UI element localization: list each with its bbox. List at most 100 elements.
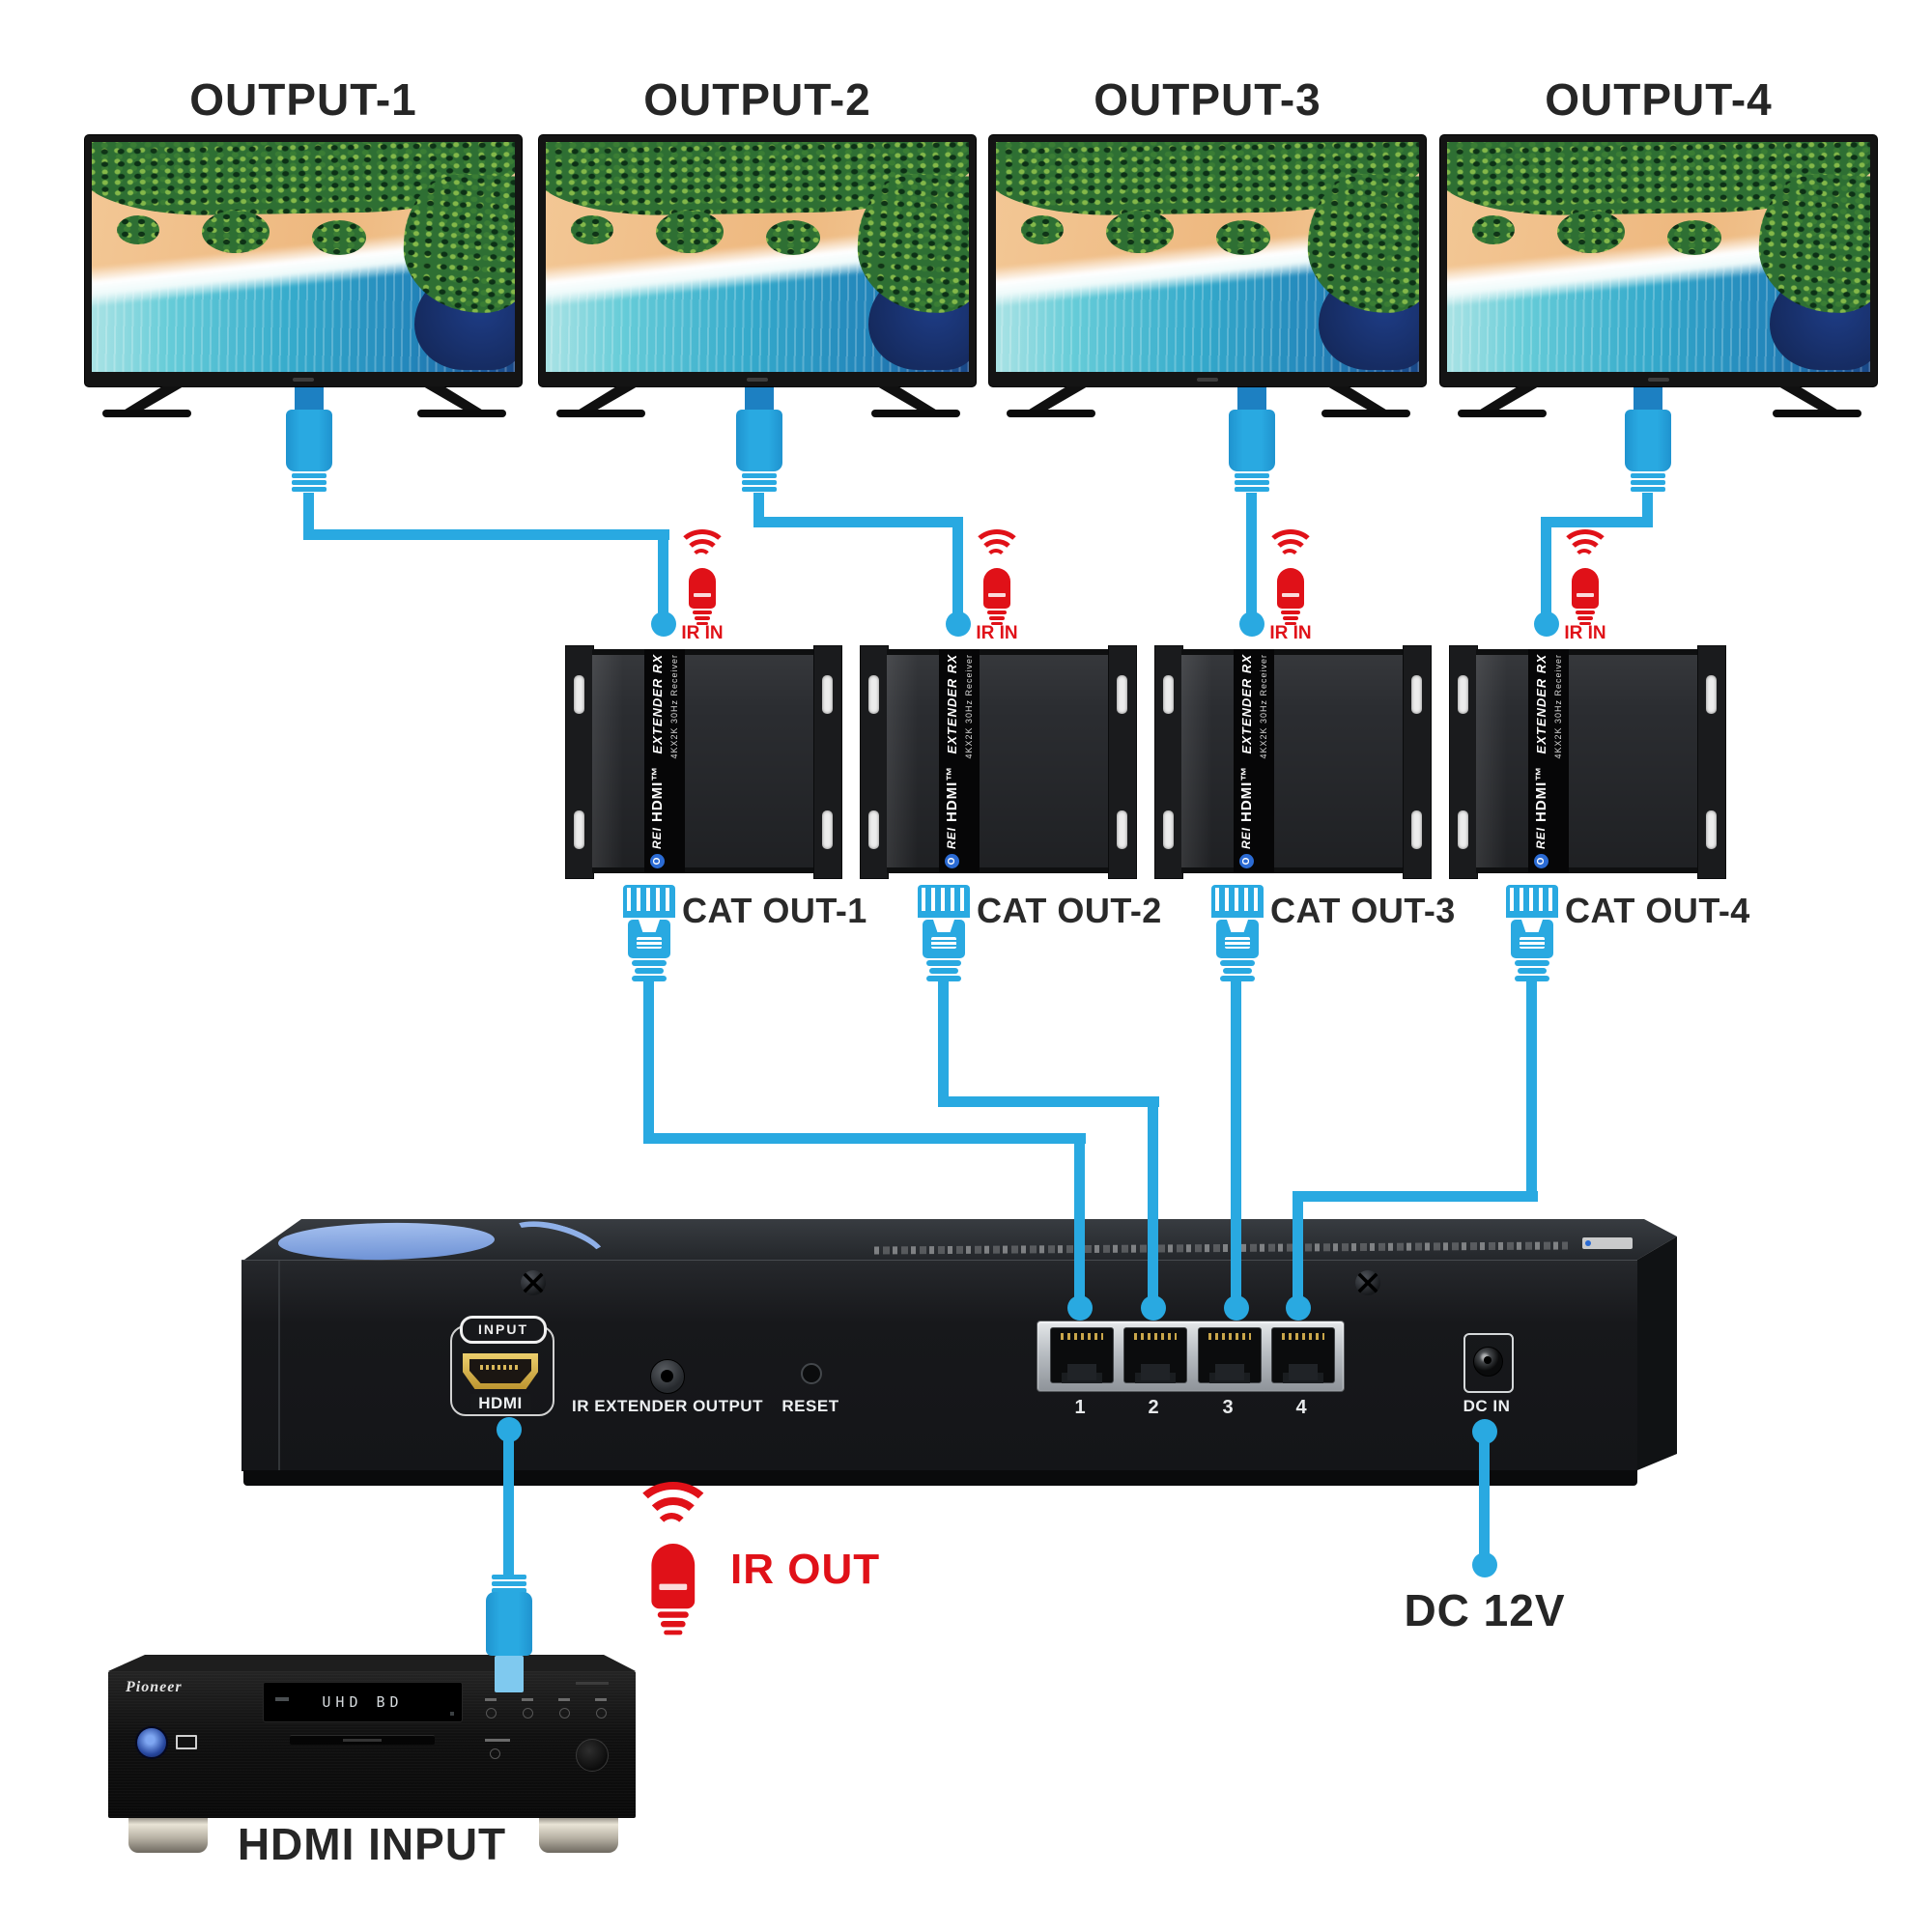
receiver-keyhole-slot — [1117, 675, 1127, 714]
connection-dot — [651, 611, 676, 637]
ir-extender-output-label: IR EXTENDER OUTPUT — [572, 1397, 763, 1415]
ethernet-cable — [1526, 980, 1537, 1202]
output-3-label: OUTPUT-3 — [1094, 74, 1321, 125]
tv-stand-foot — [423, 386, 485, 412]
dc-power-jack — [1463, 1333, 1514, 1393]
tv-stand-foot — [1778, 386, 1840, 412]
ethernet-cable — [938, 980, 949, 1107]
receiver-mounting-flange — [813, 645, 842, 879]
ethernet-cable — [1231, 980, 1241, 1308]
tv-screen-beach-image — [1447, 142, 1870, 372]
receiver-body — [887, 649, 1110, 873]
hdmi-plug-icon — [736, 379, 782, 495]
receiver-keyhole-slot — [1411, 675, 1422, 714]
output-1-label: OUTPUT-1 — [189, 74, 417, 125]
power-cable — [1479, 1432, 1490, 1565]
ethernet-cable — [1293, 1191, 1538, 1202]
rj45-plug-icon — [917, 885, 971, 981]
player-button — [596, 1708, 607, 1719]
rj45-plug-icon — [1210, 885, 1264, 981]
output-2-label: OUTPUT-2 — [643, 74, 871, 125]
cat-out-3-label: CAT OUT-3 — [1270, 891, 1456, 930]
receiver-mounting-flange — [1154, 645, 1183, 879]
tv-screen-beach-image — [996, 142, 1419, 372]
hdmi-cable — [303, 529, 669, 540]
ir-out-label: IR OUT — [730, 1546, 881, 1593]
tv-output-4 — [1440, 135, 1877, 386]
orei-logo-icon: O — [944, 854, 959, 868]
connection-dot — [1141, 1295, 1166, 1321]
receiver-keyhole-slot — [1458, 810, 1468, 849]
receiver-mounting-flange — [1108, 645, 1137, 879]
tv-brand-chip — [1648, 378, 1669, 382]
dc-12v-label: DC 12V — [1404, 1585, 1566, 1635]
rj45-port-4 — [1271, 1327, 1335, 1383]
ethernet-cable — [1074, 1133, 1085, 1308]
port-number-3: 3 — [1222, 1397, 1234, 1418]
connection-dot — [1067, 1295, 1093, 1321]
orei-logo-icon: O — [1238, 854, 1254, 868]
ir-extender-output-jack — [650, 1359, 685, 1394]
receiver-mounting-flange — [1449, 645, 1478, 879]
hdmi-cable — [1541, 517, 1653, 527]
hdmi-cable — [1541, 517, 1551, 624]
hdmi-cable — [1246, 493, 1257, 624]
tv-stand-foot — [1477, 386, 1539, 412]
tv-stand-foot — [877, 386, 939, 412]
cat-out-2-label: CAT OUT-2 — [977, 891, 1162, 930]
splitter-side-panel — [1637, 1236, 1677, 1470]
input-badge: INPUT — [460, 1316, 547, 1344]
reset-hole — [801, 1363, 822, 1384]
player-button — [486, 1708, 497, 1719]
receiver-spec-text: 4KX2K 30Hz Receiver — [669, 654, 679, 759]
hdmi-plug-icon — [1625, 379, 1671, 495]
ethernet-cable — [1293, 1191, 1303, 1308]
ir-in-icon — [1558, 529, 1612, 625]
tv-stand-foot-base — [102, 410, 191, 417]
bluray-player-top — [108, 1655, 636, 1671]
ir-out-icon — [630, 1482, 717, 1635]
tv-output-2 — [539, 135, 976, 386]
rj45-port-1 — [1050, 1327, 1114, 1383]
hdmi-plug-icon — [286, 379, 332, 495]
hdmi-input-port — [463, 1353, 538, 1389]
tv-stand-foot — [1026, 386, 1088, 412]
tv-output-1 — [85, 135, 522, 386]
receiver-keyhole-slot — [1706, 810, 1717, 849]
rj45-port-block — [1037, 1321, 1345, 1392]
rj45-port-2 — [1123, 1327, 1187, 1383]
hdmi-port-label: HDMI — [450, 1394, 551, 1413]
orei-logo-icon: O — [1533, 854, 1548, 868]
receiver-keyhole-slot — [1706, 675, 1717, 714]
output-4-label: OUTPUT-4 — [1545, 74, 1773, 125]
receiver-body — [592, 649, 815, 873]
tv-stand-foot — [576, 386, 638, 412]
pioneer-logo: Pioneer — [126, 1679, 183, 1695]
receiver-keyhole-slot — [822, 675, 833, 714]
receiver-keyhole-slot — [1458, 675, 1468, 714]
receiver-keyhole-slot — [868, 810, 879, 849]
hdmi-plug-icon — [1229, 379, 1275, 495]
connection-dot — [497, 1417, 522, 1442]
display-text: UHD BD — [322, 1693, 404, 1711]
ir-in-icon — [675, 529, 729, 625]
receiver-keyhole-slot — [1163, 810, 1174, 849]
ir-in-label: IR IN — [1564, 623, 1606, 643]
connection-dot — [1534, 611, 1559, 637]
power-button — [135, 1726, 168, 1759]
tv-stand-foot-base — [417, 410, 506, 417]
ir-in-label: IR IN — [1269, 623, 1312, 643]
receiver-keyhole-slot — [1117, 810, 1127, 849]
ir-in-icon — [970, 529, 1024, 625]
rj45-plug-icon — [1505, 885, 1559, 981]
tv-stand-foot — [122, 386, 184, 412]
tv-stand-foot-base — [1458, 410, 1547, 417]
player-button — [559, 1708, 570, 1719]
tv-brand-chip — [1197, 378, 1218, 382]
tv-stand-foot-base — [1007, 410, 1095, 417]
